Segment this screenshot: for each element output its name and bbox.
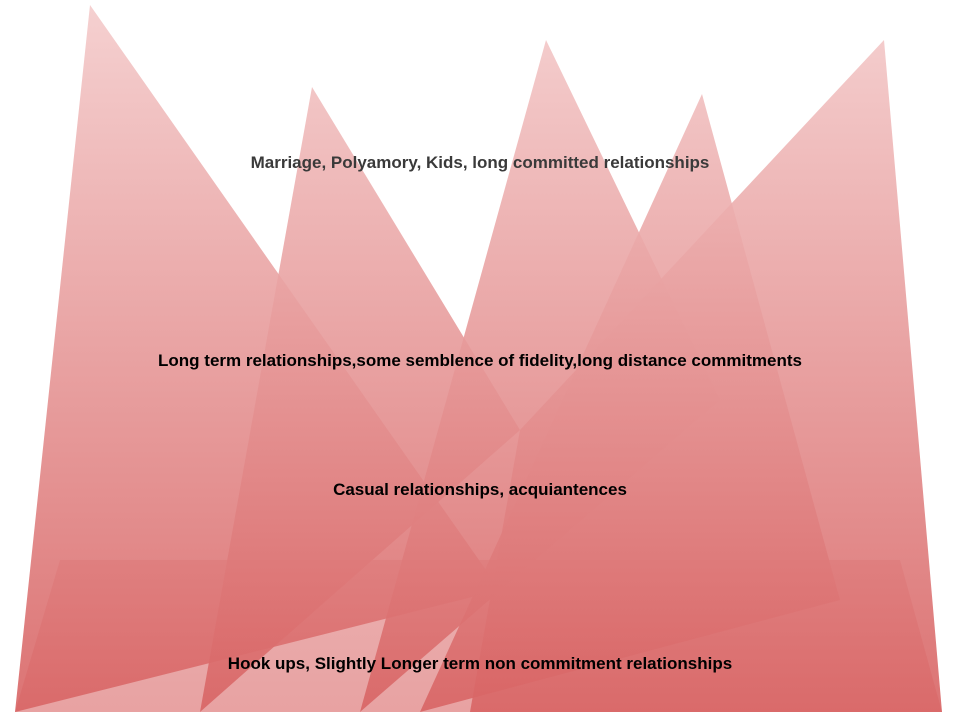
peak-2: [200, 87, 520, 712]
tier-label-casual: Casual relationships, acquiantences: [333, 480, 627, 499]
tier-label-long-term: Long term relationships,some semblence o…: [158, 351, 802, 370]
peak-3: [360, 40, 720, 712]
tier-label-hook-ups: Hook ups, Slightly Longer term non commi…: [227, 654, 733, 673]
tier-label-committed: Marriage, Polyamory, Kids, long committe…: [250, 153, 710, 172]
peak-5: [470, 40, 942, 712]
peak-base: [15, 560, 942, 712]
